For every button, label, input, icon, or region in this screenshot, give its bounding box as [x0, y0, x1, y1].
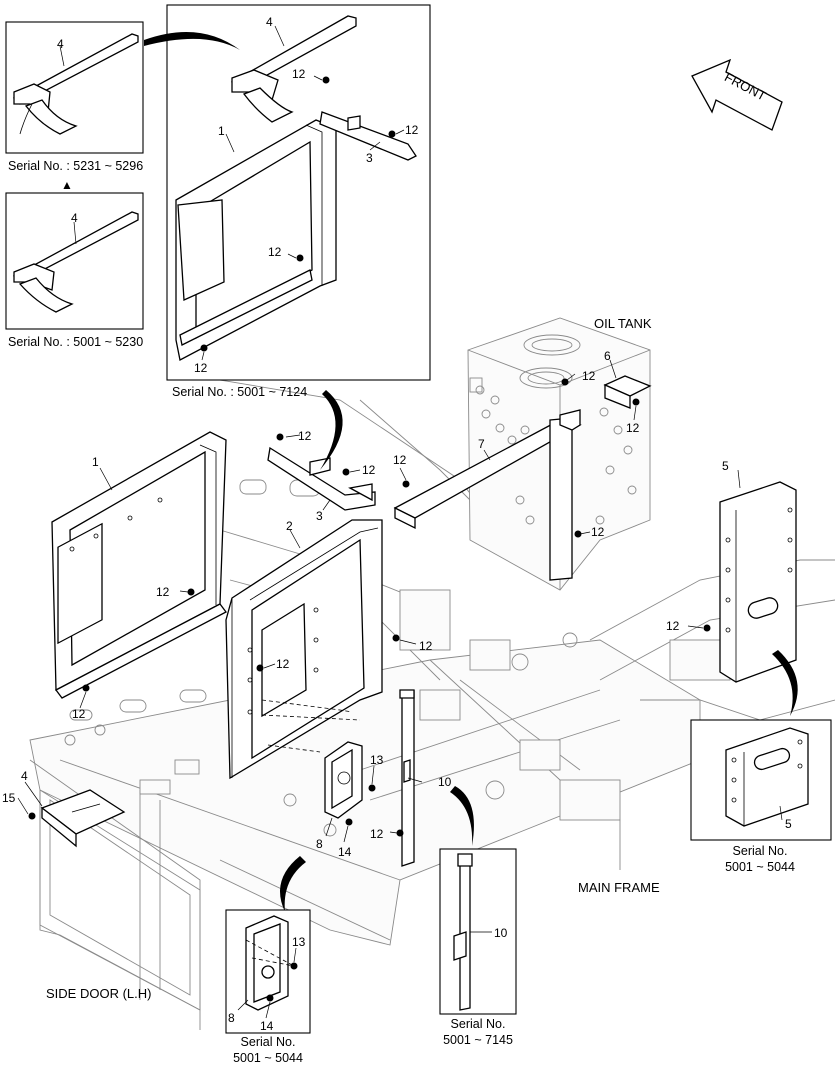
- inset-f-serial-1: Serial No.: [451, 1017, 506, 1031]
- callout-12b: 12: [362, 463, 376, 477]
- callout-12k: 12: [72, 707, 86, 721]
- marker-triangle: ▲: [61, 178, 73, 192]
- inset-e-part-8: 8: [228, 1011, 235, 1025]
- oil-tank-label: OIL TANK: [594, 316, 652, 331]
- callout-12i: 12: [276, 657, 290, 671]
- inset-d-serial-1: Serial No.: [733, 844, 788, 858]
- callout-12f: 12: [626, 421, 640, 435]
- inset-serial-5001-7124: [166, 4, 431, 381]
- inset-e-part-14: 14: [260, 1019, 274, 1033]
- inset-pointer-arrows: [144, 32, 798, 912]
- callout-13: 13: [370, 753, 384, 767]
- inset-c-serial: Serial No. : 5001 ~ 7124: [172, 385, 307, 399]
- callout-6: 6: [604, 349, 611, 363]
- callout-8: 8: [316, 837, 323, 851]
- inset-c-part-1: 1: [218, 124, 225, 138]
- inset-c-part-4: 4: [266, 15, 273, 29]
- callout-12j: 12: [666, 619, 680, 633]
- part-1-frame: [51, 431, 227, 699]
- callout-15: 15: [2, 791, 16, 805]
- main-frame-label: MAIN FRAME: [578, 880, 660, 895]
- bolt-markers: [28, 378, 711, 837]
- part-4-bracket: [40, 789, 126, 848]
- callout-12l: 12: [370, 827, 384, 841]
- callout-4: 4: [21, 769, 28, 783]
- inset-f-part-10: 10: [494, 926, 508, 940]
- inset-d-part: 5: [785, 817, 792, 831]
- inset-c-part-12d: 12: [194, 361, 208, 375]
- inset-serial-5001-5230: [5, 192, 144, 330]
- leader-lines: [17, 359, 741, 843]
- callout-7: 7: [478, 437, 485, 451]
- inset-serial-5231-5296: [5, 21, 144, 154]
- callout-12e: 12: [582, 369, 596, 383]
- callout-12h: 12: [419, 639, 433, 653]
- inset-d-serial-2: 5001 ~ 5044: [725, 860, 795, 874]
- inset-c-part-12b: 12: [405, 123, 419, 137]
- front-arrow-icon: [691, 58, 783, 131]
- part-3-bracket: [267, 446, 376, 511]
- inset-part-8: [225, 909, 311, 1034]
- callout-12a: 12: [298, 429, 312, 443]
- part-2-frame: [225, 519, 383, 780]
- inset-f-serial-2: 5001 ~ 7145: [443, 1033, 513, 1047]
- inset-e-serial-2: 5001 ~ 5044: [233, 1051, 303, 1065]
- callout-12d: 12: [156, 585, 170, 599]
- inset-part-5: [690, 719, 832, 841]
- inset-c-part-12c: 12: [268, 245, 282, 259]
- part-10-bar: [399, 689, 415, 867]
- callout-3: 3: [316, 509, 323, 523]
- callout-14: 14: [338, 845, 352, 859]
- callout-10: 10: [438, 775, 452, 789]
- inset-a-serial: Serial No. : 5231 ~ 5296: [8, 159, 143, 173]
- inset-c-part-3: 3: [366, 151, 373, 165]
- callout-12c: 12: [393, 453, 407, 467]
- inset-c-part-12a: 12: [292, 67, 306, 81]
- inset-part-10: [439, 848, 517, 1015]
- inset-b-serial: Serial No. : 5001 ~ 5230: [8, 335, 143, 349]
- callout-12g: 12: [591, 525, 605, 539]
- inset-b-part: 4: [71, 211, 78, 225]
- callout-1: 1: [92, 455, 99, 469]
- inset-e-part-13: 13: [292, 935, 306, 949]
- part-6-bracket: [603, 375, 652, 409]
- part-8-hinge: [324, 741, 363, 819]
- inset-a-part: 4: [57, 37, 64, 51]
- callout-2: 2: [286, 519, 293, 533]
- side-door-label: SIDE DOOR (L.H): [46, 986, 151, 1001]
- part-7-bar: [393, 409, 582, 581]
- part-5-panel: [719, 481, 797, 683]
- callout-5: 5: [722, 459, 729, 473]
- inset-e-serial-1: Serial No.: [241, 1035, 296, 1049]
